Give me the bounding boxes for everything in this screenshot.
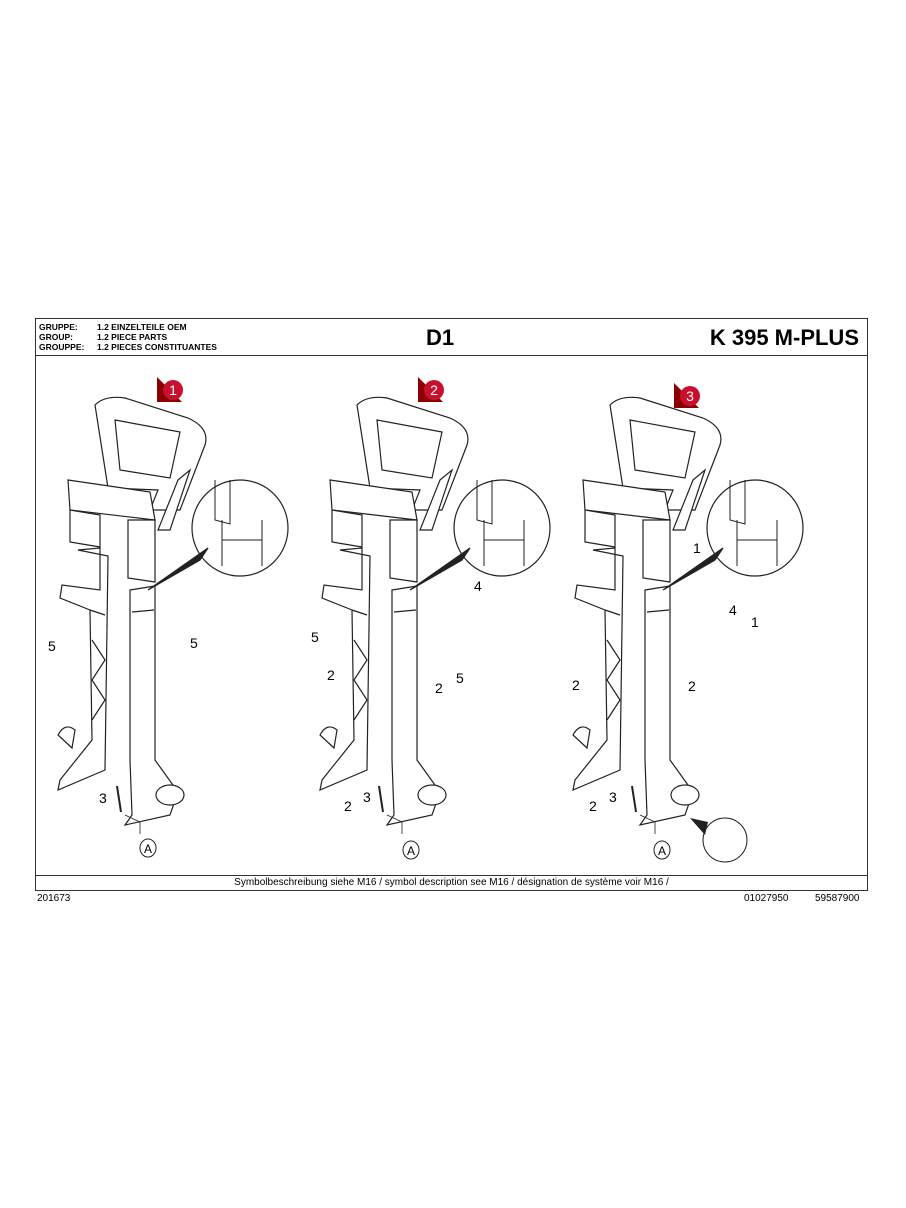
part-callout: 5	[311, 629, 319, 645]
marker-letter: A	[144, 842, 152, 856]
sheet-id: D1	[426, 325, 455, 350]
step-number: 2	[430, 382, 438, 398]
marker-letter: A	[407, 844, 415, 858]
part-callout: 2	[435, 680, 443, 696]
step-number: 3	[686, 388, 694, 404]
marker-letter: A	[658, 844, 666, 858]
step-badge: 2	[418, 377, 444, 402]
symbol-note: Symbolbeschreibung siehe M16 / symbol de…	[36, 875, 867, 890]
step-1-assembly: 1 5 5 3 A	[48, 377, 289, 858]
code-2: 59587900	[815, 893, 860, 904]
group-value: 1.2 EINZELTEILE OEM	[97, 322, 187, 332]
step-badge: 3	[674, 383, 700, 408]
part-callout: 2	[344, 798, 352, 814]
part-callout: 3	[609, 789, 617, 805]
detail-circle	[690, 817, 748, 863]
part-callout: 2	[572, 677, 580, 693]
part-callout: 5	[456, 670, 464, 686]
code-1: 01027950	[744, 893, 789, 904]
step-badge: 1	[157, 377, 183, 402]
part-callout: 1	[751, 614, 759, 630]
group-key: GROUP:	[39, 332, 73, 342]
part-callout: 2	[688, 678, 696, 694]
model-name: K 395 M-PLUS	[709, 325, 859, 350]
part-callout: 2	[327, 667, 335, 683]
group-info: GRUPPE: 1.2 EINZELTEILE OEM GROUP: 1.2 PIE…	[39, 322, 217, 352]
part-callout: 4	[729, 602, 737, 618]
part-callout: 3	[99, 790, 107, 806]
sheet-header: GRUPPE: 1.2 EINZELTEILE OEM GROUP: 1.2 PIE…	[36, 319, 867, 356]
group-key: GROUPPE:	[39, 342, 85, 352]
reference-marker: A	[139, 838, 157, 858]
left-code: 201673	[37, 893, 71, 904]
group-value: 1.2 PIECES CONSTITUANTES	[97, 342, 217, 352]
step-2-assembly: 2 5 4 2 2 5 2 3 A	[311, 377, 551, 860]
part-callout: 3	[363, 789, 371, 805]
part-callout: 4	[474, 578, 482, 594]
step-number: 1	[169, 382, 177, 398]
part-callout: 5	[48, 638, 56, 654]
step-3-assembly: 3 1 4 1 2 2 2 3 A	[572, 383, 804, 863]
group-key: GRUPPE:	[39, 322, 78, 332]
reference-marker: A	[402, 840, 420, 860]
part-callout: 5	[190, 635, 198, 651]
reference-marker: A	[653, 840, 671, 860]
part-callout: 2	[589, 798, 597, 814]
part-callout: 1	[693, 540, 701, 556]
parts-sheet-frame: GRUPPE: 1.2 EINZELTEILE OEM GROUP: 1.2 PIE…	[35, 318, 868, 891]
group-value: 1.2 PIECE PARTS	[97, 332, 168, 342]
